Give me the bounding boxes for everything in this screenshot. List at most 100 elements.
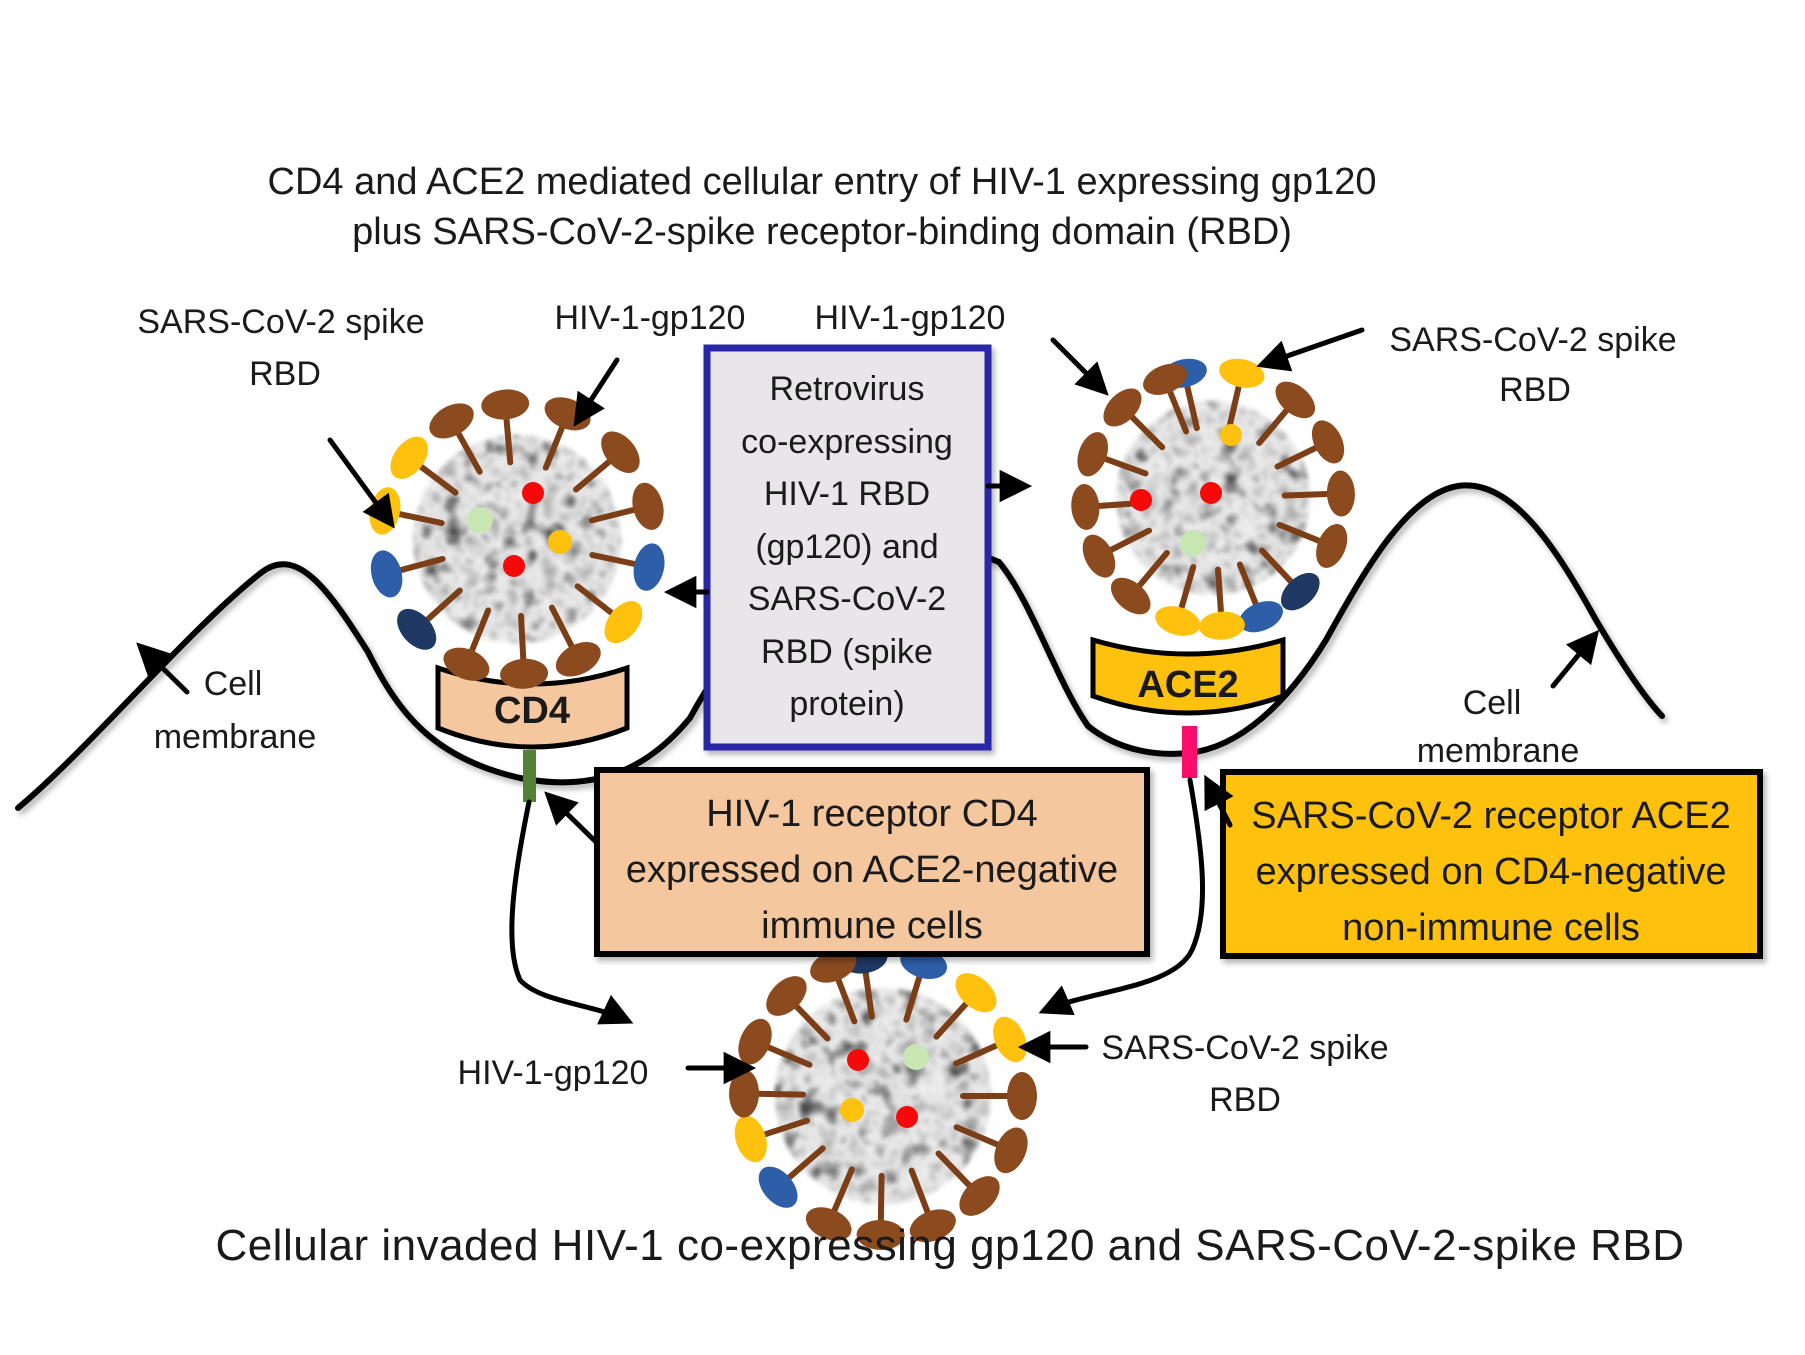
cd4-receptor-label: CD4 bbox=[494, 690, 570, 732]
sars-rbd-top-right-label-line2: RBD bbox=[1499, 371, 1571, 409]
spike-stem bbox=[933, 999, 971, 1040]
spike-stem bbox=[862, 968, 875, 1020]
spike-stem bbox=[792, 1002, 831, 1042]
svg-text:Retrovirus: Retrovirus bbox=[770, 370, 925, 408]
spike-stem bbox=[908, 1167, 932, 1217]
ace2-info-box: SARS-CoV-2 receptor ACE2 expressed on CD… bbox=[1220, 769, 1763, 959]
spike-stem bbox=[1276, 521, 1323, 545]
figure-title-line1: CD4 and ACE2 mediated cellular entry of … bbox=[268, 161, 1377, 203]
capsid-dot-light_green bbox=[903, 1044, 929, 1070]
spike-head-brown bbox=[810, 949, 857, 983]
spike-stem bbox=[518, 612, 527, 664]
spike-stem bbox=[574, 583, 617, 618]
sars-rbd-top-left-label-line1: SARS-CoV-2 spike bbox=[137, 303, 424, 341]
sars-rbd-top-left-arrow bbox=[327, 437, 395, 529]
spike-head-brown bbox=[632, 482, 664, 530]
hiv-gp120-right-label: HIV-1-gp120 bbox=[815, 299, 1006, 337]
spike-head-blue bbox=[758, 1166, 798, 1208]
spike-stem bbox=[760, 1117, 810, 1138]
ace2-info-to-stick-arrow bbox=[1204, 774, 1234, 828]
spike-stem bbox=[953, 1041, 1002, 1067]
spike-stem bbox=[1178, 563, 1197, 612]
spike-stem bbox=[1274, 444, 1320, 470]
spike-head-brown bbox=[766, 976, 807, 1016]
ace2-receptor bbox=[1090, 636, 1286, 716]
spike-stem bbox=[1215, 566, 1225, 616]
figure-caption: Cellular invaded HIV-1 co-expressing gp1… bbox=[215, 1221, 1684, 1270]
spike-stem bbox=[542, 422, 566, 471]
spike-head-gold bbox=[1155, 606, 1201, 636]
spike-head-brown bbox=[1071, 483, 1100, 530]
capsid-dot-light_green bbox=[1180, 530, 1206, 556]
spike-stem bbox=[423, 587, 463, 624]
svg-text:(gp120) and: (gp120) and bbox=[755, 528, 938, 566]
ace2-to-invaded-virus-arrow bbox=[1038, 777, 1206, 1016]
retrovirus-bottom bbox=[729, 943, 1037, 1250]
spike-head-brown bbox=[1103, 388, 1142, 427]
spike-stem bbox=[416, 462, 459, 496]
cd4-info-box: HIV-1 receptor CD4 expressed on ACE2-neg… bbox=[594, 767, 1150, 957]
spike-head-gold bbox=[993, 1016, 1027, 1063]
spike-head-brown bbox=[1326, 470, 1355, 517]
capsid-dot-red bbox=[847, 1049, 869, 1071]
svg-text:immune cells: immune cells bbox=[761, 905, 983, 947]
sars-rbd-bottom-label-line1: SARS-CoV-2 spike bbox=[1101, 1029, 1388, 1067]
cd4-transmembrane-stick bbox=[523, 750, 536, 802]
spike-stem bbox=[1166, 388, 1190, 435]
hiv-gp120-left-label: HIV-1-gp120 bbox=[555, 299, 746, 337]
spike-head-brown bbox=[601, 431, 640, 473]
hiv-gp120-bottom-label: HIV-1-gp120 bbox=[458, 1054, 649, 1092]
cell-membrane-left-arrow bbox=[136, 642, 190, 695]
sars-rbd-top-right-arrow bbox=[1256, 327, 1365, 372]
spike-stem bbox=[589, 552, 640, 568]
retrovirus-right bbox=[1071, 358, 1355, 640]
spike-head-gold bbox=[1219, 358, 1265, 388]
spike-head-brown bbox=[1143, 363, 1188, 395]
spike-head-brown bbox=[738, 1018, 772, 1065]
svg-text:SARS-CoV-2: SARS-CoV-2 bbox=[748, 580, 946, 618]
spike-head-brown bbox=[729, 1069, 760, 1118]
svg-text:co-expressing: co-expressing bbox=[741, 423, 953, 461]
figure-title-line2: plus SARS-CoV-2-spike receptor-binding d… bbox=[352, 211, 1292, 253]
capsid-dot-red bbox=[503, 555, 525, 577]
spike-stem bbox=[396, 555, 446, 574]
cd4-to-invaded-virus-arrow bbox=[509, 799, 634, 1025]
capsid-dot-red bbox=[896, 1106, 918, 1128]
ace2-receptor-label: ACE2 bbox=[1137, 664, 1238, 706]
cell-membrane-left-label-line1: Cell bbox=[204, 665, 263, 703]
spike-stem bbox=[503, 414, 514, 466]
spike-head-gold bbox=[390, 436, 428, 479]
spike-stem bbox=[764, 1043, 813, 1068]
cell-membrane-right-arrow bbox=[1550, 629, 1600, 689]
spike-head-brown bbox=[1311, 420, 1345, 464]
spike-stem bbox=[394, 510, 445, 526]
spike-stem bbox=[903, 972, 923, 1023]
svg-text:expressed on ACE2-negative: expressed on ACE2-negative bbox=[626, 849, 1118, 891]
spike-head-gold bbox=[604, 601, 643, 644]
svg-text:RBD (spike: RBD (spike bbox=[761, 633, 933, 671]
spike-stem bbox=[468, 607, 492, 656]
spike-head-blue bbox=[633, 543, 665, 591]
svg-text:SARS-CoV-2 receptor ACE2: SARS-CoV-2 receptor ACE2 bbox=[1251, 795, 1730, 837]
spike-stem bbox=[1184, 382, 1200, 432]
capsid-dot-gold bbox=[840, 1098, 864, 1122]
spike-head-gold bbox=[1198, 611, 1245, 640]
spike-head-brown bbox=[959, 1176, 1000, 1216]
spike-stem bbox=[935, 1150, 974, 1190]
spike-stem bbox=[454, 429, 483, 475]
cell-membrane-left-label-line2: membrane bbox=[154, 718, 317, 756]
spike-head-navy bbox=[397, 608, 437, 650]
spike-stem bbox=[572, 457, 614, 493]
spike-stem bbox=[1256, 406, 1290, 447]
svg-text:HIV-1 receptor CD4: HIV-1 receptor CD4 bbox=[706, 793, 1038, 835]
spike-stem bbox=[834, 975, 858, 1025]
capsid-dot-gold bbox=[1220, 424, 1242, 446]
spike-stem bbox=[1226, 382, 1242, 432]
cd4-info-to-stick-arrow bbox=[544, 791, 599, 845]
sars-rbd-top-right-label-line1: SARS-CoV-2 spike bbox=[1389, 321, 1676, 359]
spike-head-gold bbox=[734, 1115, 767, 1163]
spike-head-blue bbox=[1238, 601, 1283, 633]
spike-head-brown bbox=[555, 642, 601, 677]
spike-stem bbox=[1101, 455, 1149, 477]
